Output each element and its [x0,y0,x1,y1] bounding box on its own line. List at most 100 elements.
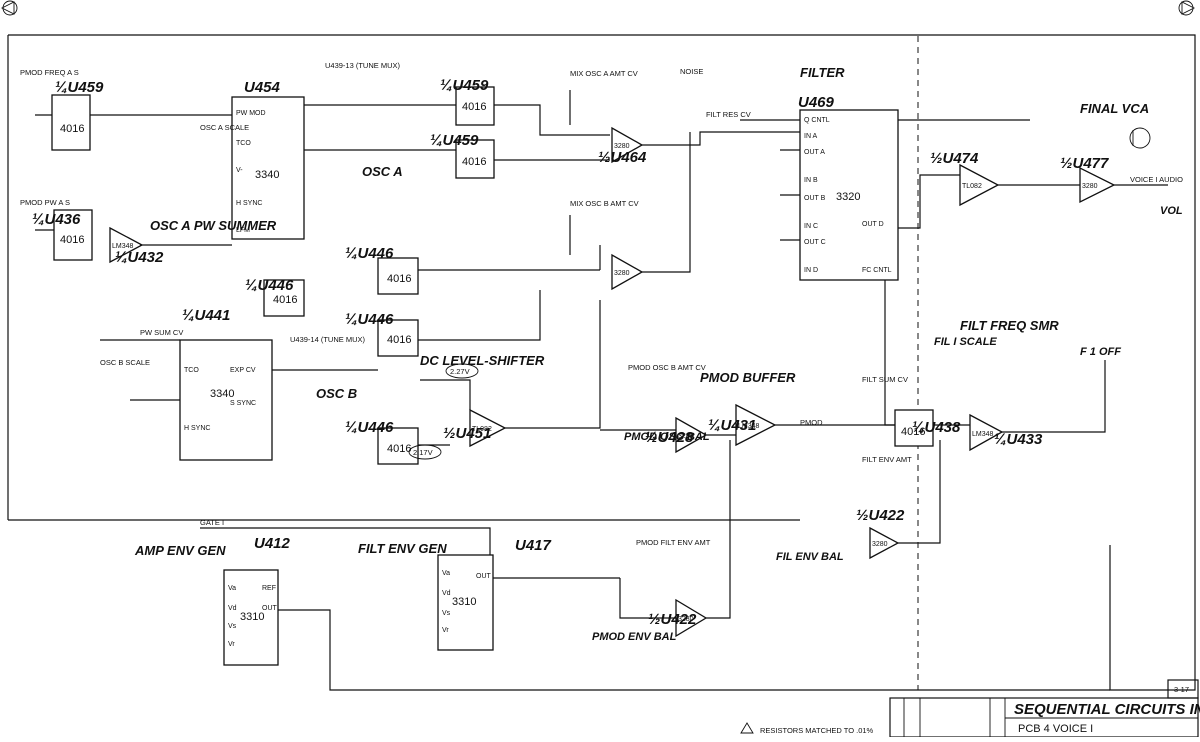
osc-b-scale-label: OSC B SCALE [100,358,150,367]
osc-a-title: OSC A [362,164,403,179]
svg-text:LM348: LM348 [112,243,134,250]
u446-switch-c: 4016 ¼U446 [345,311,419,357]
svg-text:¼U432: ¼U432 [115,249,164,266]
u441-osc: 3340 ¼U441 TCO H SYNC EXP CV S SYNC [179,307,273,461]
svg-text:H SYNC: H SYNC [236,200,262,207]
svg-text:4016: 4016 [273,294,297,306]
svg-text:¼U446: ¼U446 [345,245,394,262]
svg-text:IN B: IN B [804,177,818,184]
u422-vca-a: 3280 ½U422 [856,507,905,560]
u454-osc: 3340 U454 PW MOD TCO V- H SYNC LFM [231,79,305,240]
filt-env-gen-title: FILT ENV GEN [358,541,447,556]
dc-level-shifter-title: DC LEVEL-SHIFTER [420,353,545,368]
title-block: 3-17 SEQUENTIAL CIRCUITS INC PCB 4 VOICE… [889,679,1200,738]
v227-label: 2.27V [450,367,470,376]
svg-text:4016: 4016 [462,156,486,168]
svg-text:¼U431: ¼U431 [708,417,756,434]
v227-badge: 2.27V [445,363,479,379]
svg-text:V-: V- [236,167,243,174]
svg-text:EXP CV: EXP CV [230,367,256,374]
svg-text:LM348: LM348 [738,423,760,430]
u446-switch-a: 4016 ¼U446 [345,245,419,295]
u412-envgen: 3310 U412 Va Vd Vs Vr REF OUT [223,535,291,666]
pmod-osc-b-amt-label: PMOD OSC B AMT CV [628,363,706,372]
svg-text:3340: 3340 [210,388,234,400]
svg-text:4016: 4016 [462,101,486,113]
sheet-number: 3-17 [1174,685,1189,694]
svg-text:¼U459: ¼U459 [55,79,104,96]
u428-vca: 3280 ½U428 [645,416,708,454]
svg-text:Vs: Vs [228,623,237,630]
svg-text:U454: U454 [244,79,281,96]
svg-text:3280: 3280 [1082,183,1098,190]
svg-text:Q CNTL: Q CNTL [804,117,830,124]
svg-text:3280: 3280 [614,270,630,277]
u431-opamp: LM348 ¼U431 [708,403,777,447]
u446-switch-b: 4016 ¼U446 [245,277,305,317]
svg-text:¼U459: ¼U459 [430,132,479,149]
svg-text:PW MOD: PW MOD [236,110,266,117]
svg-text:IN C: IN C [804,223,818,230]
filt-env-amt-label: FILT ENV AMT [862,455,912,464]
u464-vca-a: 3280 ½U464 [598,126,647,166]
left-triangle-icon [0,0,18,16]
amp-env-gen-title: AMP ENV GEN [134,543,226,558]
u438-switch: 4016 ¼U438 [894,409,961,447]
pw-sum-cv-label: PW SUM CV [140,328,183,337]
svg-text:½U428: ½U428 [645,429,694,446]
svg-text:¼U459: ¼U459 [440,77,489,94]
osc-b-title: OSC B [316,386,357,401]
svg-text:3280: 3280 [678,616,694,623]
svg-text:OUT C: OUT C [804,239,826,246]
pmod-filt-env-amt-label: PMOD FILT ENV AMT [636,538,711,547]
svg-text:3340: 3340 [255,169,279,181]
svg-text:¼U446: ¼U446 [345,311,394,328]
filt-freq-smr-title: FILT FREQ SMR [960,318,1059,333]
svg-text:Vs: Vs [442,610,451,617]
svg-text:TCO: TCO [236,140,251,147]
company-name: SEQUENTIAL CIRCUITS INC [1014,701,1200,718]
matched-note: RESISTORS MATCHED TO .01% [740,722,874,735]
svg-text:Vr: Vr [228,641,235,648]
u432-opamp: LM348 ¼U432 [109,226,164,266]
svg-text:4016: 4016 [387,443,411,455]
svg-text:½U477: ½U477 [1060,155,1109,172]
svg-text:3320: 3320 [836,191,860,203]
svg-text:OUT: OUT [262,605,278,612]
svg-text:¼U438: ¼U438 [912,419,961,436]
svg-text:REF: REF [262,585,276,592]
svg-text:Va: Va [228,585,236,592]
svg-text:U417: U417 [515,537,552,554]
osc-a-scale-label: OSC A SCALE [200,123,249,132]
svg-text:OUT D: OUT D [862,221,884,228]
svg-text:3310: 3310 [240,611,264,623]
svg-text:½U464: ½U464 [598,149,647,166]
u459-switch-b: 4016 ¼U459 [430,132,495,179]
f1-off-label: F 1 OFF [1080,346,1121,358]
mix-osc-a-label: MIX OSC A AMT CV [570,69,638,78]
outer-border [8,34,1196,691]
svg-text:S SYNC: S SYNC [230,400,256,407]
u436-switch: 4016 ¼U436 [32,209,93,261]
pmod-freq-a-s-label: PMOD FREQ A S [20,68,79,77]
svg-text:¼U446: ¼U446 [345,419,394,436]
pmod-buffer-title: PMOD BUFFER [700,370,796,385]
svg-text:Vr: Vr [442,627,449,634]
svg-text:4016: 4016 [387,334,411,346]
u474-opamp: TL082 ½U474 [930,150,1000,207]
vol-label: VOL [1160,205,1183,217]
matched-note-text: RESISTORS MATCHED TO .01% [760,726,874,735]
noise-label: NOISE [680,67,703,76]
svg-text:IN D: IN D [804,267,818,274]
u433-opamp: LM348 ¼U433 [969,413,1043,452]
osc-a-pw-summer-title: OSC A PW SUMMER [150,218,277,233]
tune-mux-b-label: U439-14 (TUNE MUX) [290,335,366,344]
svg-text:4016: 4016 [60,123,84,135]
svg-text:IN A: IN A [804,133,818,140]
u459-switch-a: 4016 ¼U459 [51,79,104,151]
svg-text:TCO: TCO [184,367,199,374]
voice-audio-label: VOICE I AUDIO [1130,175,1183,184]
svg-text:½U474: ½U474 [930,150,979,167]
